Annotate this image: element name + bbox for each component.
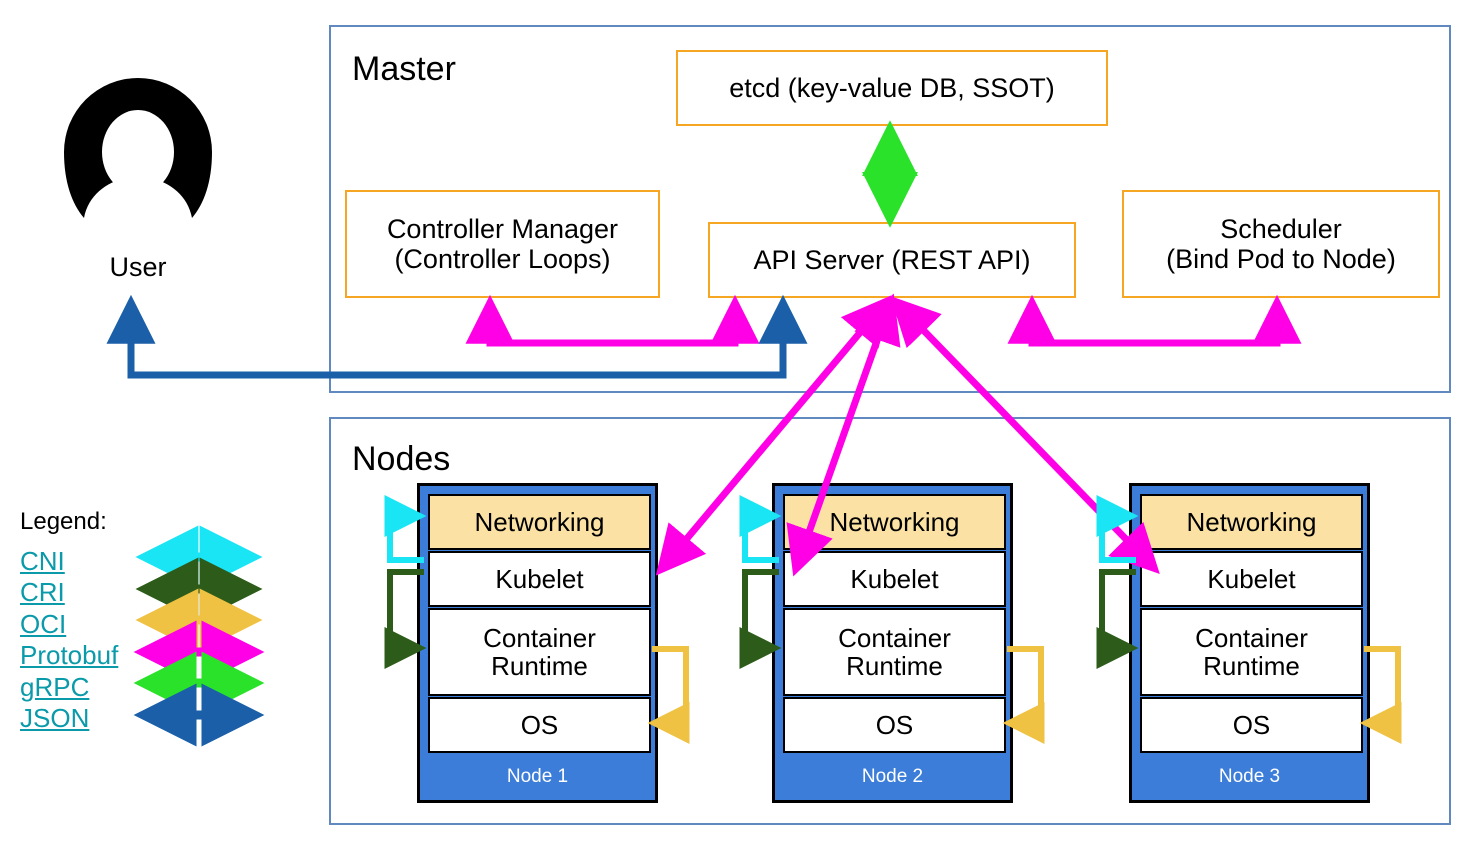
legend-item-protobuf[interactable]: Protobuf <box>20 640 119 670</box>
api-server-label: API Server (REST API) <box>753 244 1031 275</box>
node-2-container-runtime-label: Container Runtime <box>838 622 951 681</box>
node-box-1[interactable]: Networking Kubelet Container Runtime OS … <box>417 483 658 803</box>
node-1-name: Node 1 <box>506 766 569 787</box>
node-1-networking-label: Networking <box>474 506 605 537</box>
node-3-kubelet-label: Kubelet <box>1207 563 1296 594</box>
node-1-os-row[interactable]: OS <box>428 697 651 753</box>
nodes-group-title: Nodes <box>352 440 451 478</box>
controller-manager-box[interactable]: Controller Manager (Controller Loops) <box>345 190 660 298</box>
node-3-container-runtime-label: Container Runtime <box>1195 622 1308 681</box>
node-1-container-runtime-label: Container Runtime <box>483 622 596 681</box>
node-1-kubelet-row[interactable]: Kubelet <box>428 551 651 607</box>
user-avatar-icon <box>64 78 212 226</box>
node-3-networking-label: Networking <box>1186 506 1317 537</box>
node-3-name: Node 3 <box>1218 766 1281 787</box>
node-2-networking-label: Networking <box>829 506 960 537</box>
node-1-kubelet-label: Kubelet <box>495 563 584 594</box>
legend-item-cri[interactable]: CRI <box>20 577 65 607</box>
node-1-container-runtime-row[interactable]: Container Runtime <box>428 608 651 696</box>
node-3-kubelet-row[interactable]: Kubelet <box>1140 551 1363 607</box>
master-group-title: Master <box>352 50 456 88</box>
node-3-container-runtime-row[interactable]: Container Runtime <box>1140 608 1363 696</box>
node-box-2[interactable]: Networking Kubelet Container Runtime OS … <box>772 483 1013 803</box>
node-3-os-label: OS <box>1232 709 1271 740</box>
node-2-networking-row[interactable]: Networking <box>783 494 1006 550</box>
legend-item-grpc[interactable]: gRPC <box>20 672 90 702</box>
node-2-kubelet-row[interactable]: Kubelet <box>783 551 1006 607</box>
node-2-container-runtime-row[interactable]: Container Runtime <box>783 608 1006 696</box>
node-2-os-label: OS <box>875 709 914 740</box>
etcd-label: etcd (key-value DB, SSOT) <box>729 72 1055 103</box>
node-2-os-row[interactable]: OS <box>783 697 1006 753</box>
etcd-box[interactable]: etcd (key-value DB, SSOT) <box>676 50 1108 126</box>
legend-item-oci[interactable]: OCI <box>20 609 67 639</box>
scheduler-box[interactable]: Scheduler (Bind Pod to Node) <box>1122 190 1440 298</box>
node-1-networking-row[interactable]: Networking <box>428 494 651 550</box>
legend-title: Legend: <box>20 508 107 535</box>
api-server-box[interactable]: API Server (REST API) <box>708 222 1076 298</box>
user-label: User <box>109 252 167 282</box>
node-3-os-row[interactable]: OS <box>1140 697 1363 753</box>
node-3-networking-row[interactable]: Networking <box>1140 494 1363 550</box>
node-1-os-label: OS <box>520 709 559 740</box>
node-2-kubelet-label: Kubelet <box>850 563 939 594</box>
node-2-name: Node 2 <box>861 766 924 787</box>
scheduler-label: Scheduler (Bind Pod to Node) <box>1166 213 1396 274</box>
legend-item-cni[interactable]: CNI <box>20 546 65 576</box>
controller-manager-label: Controller Manager (Controller Loops) <box>386 213 619 274</box>
legend-item-json[interactable]: JSON <box>20 703 90 733</box>
node-box-3[interactable]: Networking Kubelet Container Runtime OS … <box>1129 483 1370 803</box>
